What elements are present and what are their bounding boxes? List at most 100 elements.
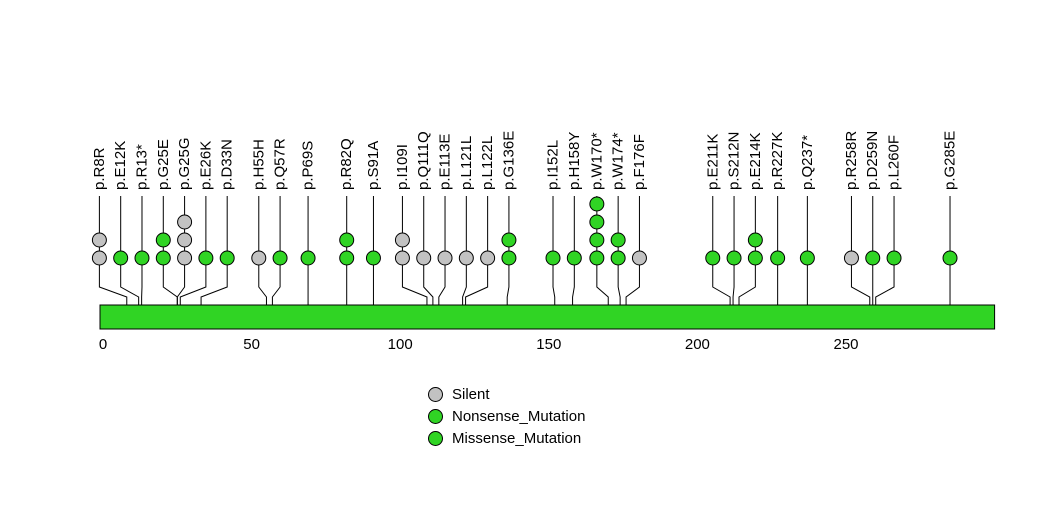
- lollipop-stick: [176, 196, 186, 305]
- lollipop-stick: [596, 196, 609, 305]
- mutation-circle: [339, 250, 355, 266]
- lollipop-stick: [850, 196, 871, 305]
- lollipop-stick: [625, 196, 640, 305]
- mutation-circle: [501, 250, 517, 266]
- mutation-label: p.G285E: [942, 131, 959, 190]
- mutation-circle: [437, 250, 453, 266]
- axis-tick-label: 250: [833, 336, 858, 353]
- mutation-label: p.L260F: [886, 135, 903, 190]
- mutation-label: p.L122L: [479, 136, 496, 190]
- lollipop-stick: [162, 196, 178, 305]
- mutation-circle: [300, 250, 316, 266]
- legend-item-missense-mutation: Missense_Mutation: [428, 430, 585, 447]
- mutation-label: p.D33N: [219, 139, 236, 190]
- lollipop-stick: [712, 196, 731, 305]
- axis-tick-label: 100: [388, 336, 413, 353]
- legend-label-silent: Silent: [452, 386, 490, 403]
- mutation-circle: [770, 250, 786, 266]
- mutation-label: p.R13*: [133, 144, 150, 190]
- mutation-label: p.S212N: [726, 132, 743, 190]
- mutation-label: p.I109I: [394, 144, 411, 190]
- mutation-label: p.G25G: [176, 137, 193, 190]
- mutation-circle: [747, 250, 763, 266]
- mutation-circle: [113, 250, 129, 266]
- mutation-label: p.F176F: [631, 134, 648, 190]
- mutation-label: p.H55H: [250, 139, 267, 190]
- mutation-circle: [705, 250, 721, 266]
- protein-bar: [99, 304, 996, 330]
- mutation-label: p.Q57R: [272, 138, 289, 190]
- mutation-label: p.E26K: [197, 141, 214, 190]
- lollipop-stick: [617, 196, 621, 305]
- mutation-circle: [843, 250, 859, 266]
- mutation-label: p.G136E: [500, 131, 517, 190]
- lollipop-stick: [552, 196, 556, 305]
- mutation-circle: [416, 250, 432, 266]
- mutation-circle: [631, 250, 647, 266]
- mutation-circle: [942, 250, 958, 266]
- mutation-circle: [155, 232, 171, 248]
- nonsense-mutation-swatch-icon: [428, 409, 443, 424]
- mutation-circle: [566, 250, 582, 266]
- mutation-circle: [394, 250, 410, 266]
- mutation-circle: [134, 250, 150, 266]
- mutation-circle: [272, 250, 288, 266]
- mutation-circle: [177, 232, 193, 248]
- mutation-circle: [251, 250, 267, 266]
- mutation-circle: [339, 232, 355, 248]
- mutation-circle: [589, 232, 605, 248]
- mutation-circle: [747, 232, 763, 248]
- mutation-circle: [219, 250, 235, 266]
- lollipop-stick: [738, 196, 756, 305]
- missense-mutation-swatch-icon: [428, 431, 443, 446]
- lollipop-stick: [506, 196, 510, 305]
- mutation-circle: [610, 232, 626, 248]
- mutation-circle: [91, 250, 107, 266]
- legend: Silent Nonsense_Mutation Missense_Mutati…: [428, 386, 585, 447]
- mutation-circle: [865, 250, 881, 266]
- mutation-circle: [799, 250, 815, 266]
- mutation-label: p.E214K: [747, 132, 764, 190]
- mutation-label: p.I152L: [545, 140, 562, 190]
- mutation-label: p.Q237*: [799, 135, 816, 190]
- legend-label-nonsense-mutation: Nonsense_Mutation: [452, 408, 586, 425]
- mutation-label: p.R227K: [769, 132, 786, 190]
- lollipop-stick: [465, 196, 489, 305]
- mutation-label: p.E12K: [112, 141, 129, 190]
- mutation-label: p.R82Q: [338, 138, 355, 190]
- mutation-circle: [610, 250, 626, 266]
- lollipop-stick: [462, 196, 467, 305]
- mutation-circle: [365, 250, 381, 266]
- lollipop-stick: [875, 196, 895, 305]
- mutation-label: p.W174*: [610, 132, 627, 190]
- axis-tick-label: 50: [243, 336, 260, 353]
- lollipop-stick: [200, 196, 228, 305]
- mutation-circle: [589, 214, 605, 230]
- lollipop-stick: [258, 196, 267, 305]
- mutation-circle: [177, 214, 193, 230]
- mutation-circle: [155, 250, 171, 266]
- mutation-label: p.E113E: [437, 134, 454, 190]
- mutation-circle: [480, 250, 496, 266]
- lollipop-stick: [120, 196, 140, 305]
- legend-item-nonsense-mutation: Nonsense_Mutation: [428, 408, 585, 425]
- mutation-circle: [198, 250, 214, 266]
- mutation-label: p.G25E: [155, 139, 172, 190]
- lollipop-stick: [179, 196, 207, 305]
- mutation-circle: [886, 250, 902, 266]
- mutation-circle: [726, 250, 742, 266]
- silent-swatch-icon: [428, 387, 443, 402]
- legend-item-silent: Silent: [428, 386, 585, 403]
- mutation-label: p.H158Y: [566, 132, 583, 190]
- mutation-label: p.Q111Q: [415, 131, 432, 190]
- mutation-label: p.W170*: [588, 132, 605, 190]
- mutation-circle: [394, 232, 410, 248]
- legend-label-missense-mutation: Missense_Mutation: [452, 430, 582, 447]
- mutation-circle: [458, 250, 474, 266]
- mutation-label: p.S91A: [365, 141, 382, 190]
- mutation-label: p.R8R: [91, 147, 108, 190]
- mutation-circle: [589, 250, 605, 266]
- mutation-label: p.D259N: [864, 131, 881, 190]
